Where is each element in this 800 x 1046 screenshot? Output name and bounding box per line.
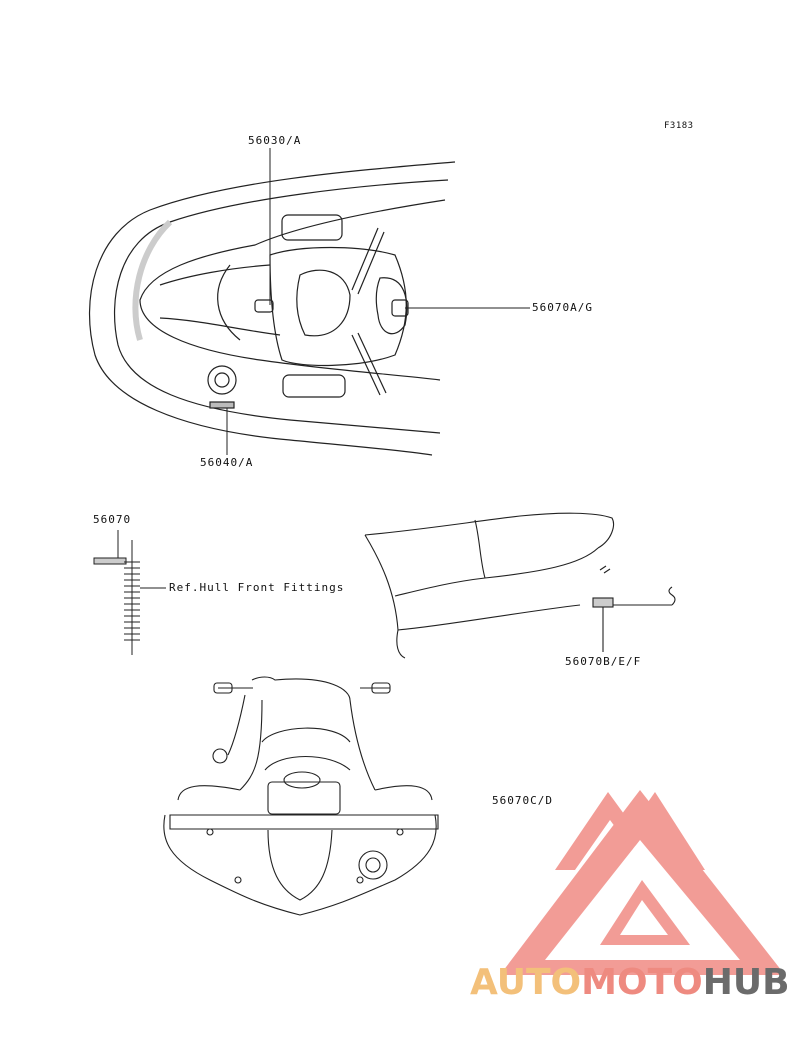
leader-lines-top — [226, 148, 530, 455]
top-view-hull — [88, 161, 456, 456]
callout-56070b-e-f: 56070B/E/F — [565, 655, 642, 668]
watermark-logo-icon — [500, 790, 785, 975]
watermark-hub: HUB — [702, 962, 790, 1003]
callout-56030-a: 56030/A — [248, 134, 302, 147]
hose-spring-part — [93, 530, 166, 655]
callout-56070c-d: 56070C/D — [492, 794, 553, 807]
callout-56070: 56070 — [93, 513, 132, 526]
side-view-hull — [364, 512, 676, 659]
figure-code: F3183 — [664, 121, 694, 131]
watermark-auto: AUTO — [470, 962, 582, 1003]
watermark-text: AUTOMOTOHUB — [470, 962, 790, 1003]
watermark-moto: MOTO — [581, 962, 703, 1003]
callout-56070a-g: 56070A/G — [532, 301, 593, 314]
rear-view-hull — [163, 676, 439, 916]
callout-56040-a: 56040/A — [200, 456, 254, 469]
callout-ref-hull-front-fittings: Ref.Hull Front Fittings — [169, 581, 345, 594]
